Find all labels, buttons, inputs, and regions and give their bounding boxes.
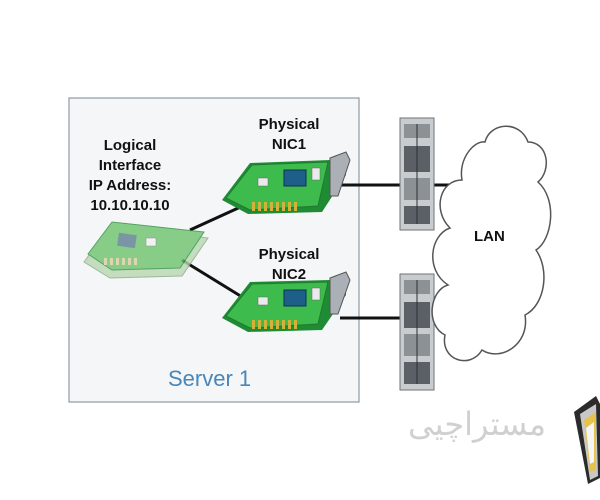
switch-2 — [399, 273, 435, 391]
nic1-label-line1: Physical — [258, 116, 320, 133]
nic2-label-line2: NIC2 — [271, 266, 307, 283]
nic2-label-line1: Physical — [258, 246, 320, 263]
logical-interface-line2: Interface — [98, 157, 162, 174]
nic2-label: Physical NIC2 — [254, 245, 324, 285]
logical-interface-line1: Logical — [103, 137, 157, 154]
nic1-label-line2: NIC1 — [271, 136, 307, 153]
nic1-label: Physical NIC1 — [254, 115, 324, 155]
server-label: Server 1 — [168, 366, 252, 391]
lan-label: LAN — [474, 228, 505, 245]
logical-interface-label: Logical Interface IP Address: 10.10.10.1… — [82, 136, 178, 216]
logical-interface-line4: 10.10.10.10 — [90, 197, 170, 214]
watermark-text: مسترا‌چیی — [408, 405, 546, 443]
lan-cloud — [431, 125, 552, 362]
logical-interface-card — [83, 221, 209, 279]
logical-interface-line3: IP Address: — [88, 177, 172, 194]
brand-logo — [574, 396, 600, 484]
nic2-card — [222, 271, 351, 332]
link-logical-nic2 — [181, 258, 248, 302]
nic1-card — [222, 151, 351, 214]
switch-1 — [399, 117, 435, 231]
